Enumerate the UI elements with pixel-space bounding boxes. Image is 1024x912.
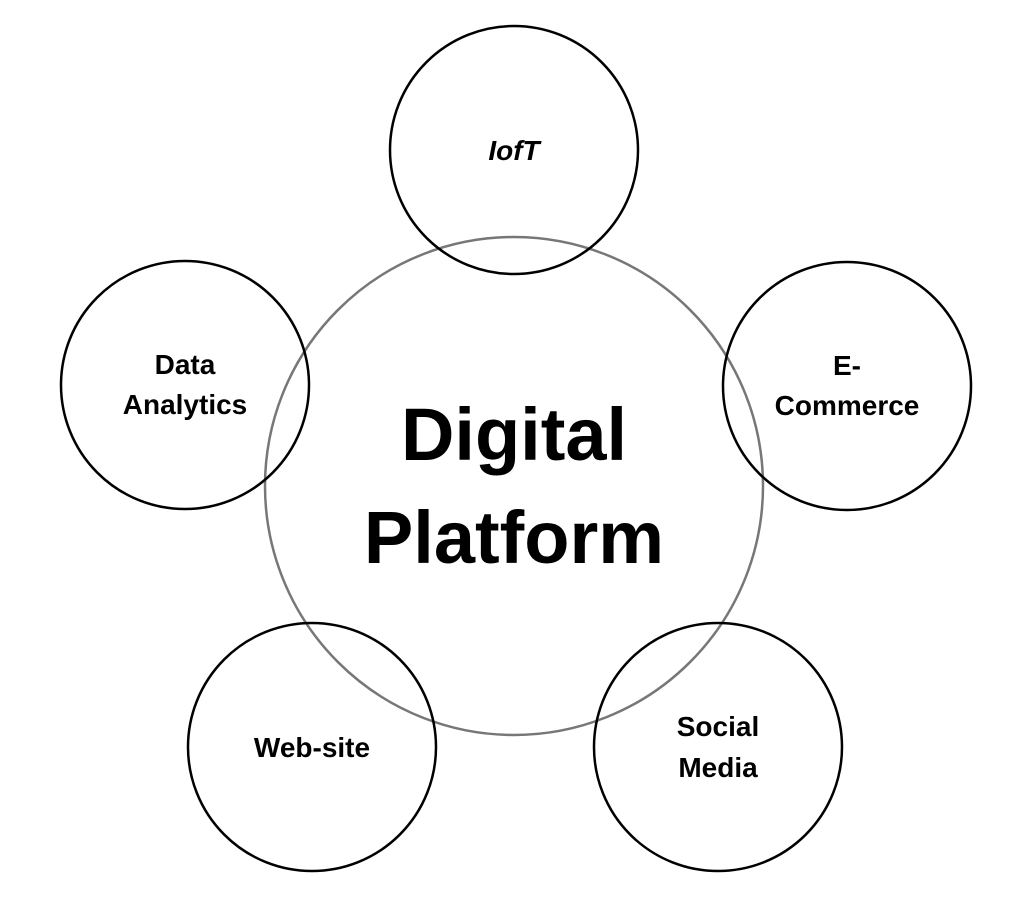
hub-label-line-1: Digital <box>401 393 627 476</box>
hub-circle <box>263 235 765 737</box>
ioft-node: IofT <box>388 24 640 276</box>
social-media-label-line-1: Social <box>677 711 759 742</box>
social-media-node: Social Media <box>592 621 844 873</box>
hub-node: Digital Platform <box>263 235 765 737</box>
website-node: Web-site <box>186 621 438 873</box>
hub-label-line-2: Platform <box>364 496 664 579</box>
data-analytics-node: Data Analytics <box>59 259 311 511</box>
ioft-label: IofT <box>488 135 542 166</box>
ecommerce-circle <box>721 260 973 512</box>
data-analytics-circle <box>59 259 311 511</box>
website-label: Web-site <box>254 732 370 763</box>
website-circle <box>186 621 438 873</box>
social-media-circle <box>592 621 844 873</box>
data-analytics-label-line-1: Data <box>155 349 216 380</box>
data-analytics-label-line-2: Analytics <box>123 389 248 420</box>
ecommerce-label-line-2: Commerce <box>775 390 920 421</box>
ioft-circle <box>388 24 640 276</box>
ecommerce-node: E- Commerce <box>721 260 973 512</box>
ecommerce-label-line-1: E- <box>833 350 861 381</box>
social-media-label-line-2: Media <box>678 752 758 783</box>
